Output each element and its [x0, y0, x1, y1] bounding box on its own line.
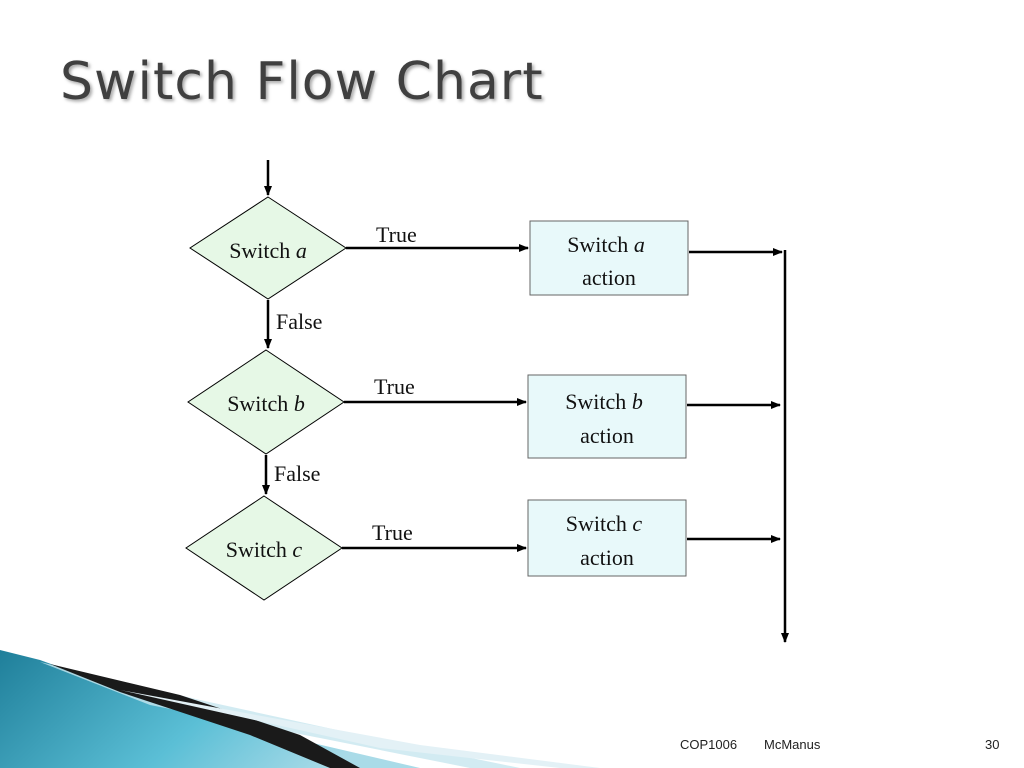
action-switch-a-box [529, 220, 689, 296]
action-switch-b-line1: Switch b [565, 389, 643, 414]
slide-title: Switch Flow Chart [60, 52, 544, 112]
action-switch-c-box [527, 499, 687, 577]
true-label-b: True [374, 374, 415, 399]
decision-switch-b-shape [187, 349, 345, 455]
action-switch-c-line1: Switch c [566, 511, 643, 536]
footer-course: COP1006 [680, 737, 738, 752]
action-switch-c-line2: action [580, 545, 634, 570]
footer-author: McManus [764, 737, 821, 752]
decision-switch-c-shape [185, 495, 343, 601]
decision-switch-b-label: Switch b [227, 391, 305, 416]
false-label-b: False [274, 461, 320, 486]
true-label-c: True [372, 520, 413, 545]
action-switch-b-line2: action [580, 423, 634, 448]
footer-page-number: 30 [985, 737, 1000, 752]
decision-switch-c-label: Switch c [226, 537, 303, 562]
true-label-a: True [376, 222, 417, 247]
decision-switch-a-label: Switch a [229, 238, 307, 263]
action-switch-b-box [527, 374, 687, 459]
false-label-a: False [276, 309, 322, 334]
action-switch-a-line2: action [582, 265, 636, 290]
decision-switch-a-shape [189, 196, 347, 300]
action-switch-a-line1: Switch a [567, 232, 645, 257]
